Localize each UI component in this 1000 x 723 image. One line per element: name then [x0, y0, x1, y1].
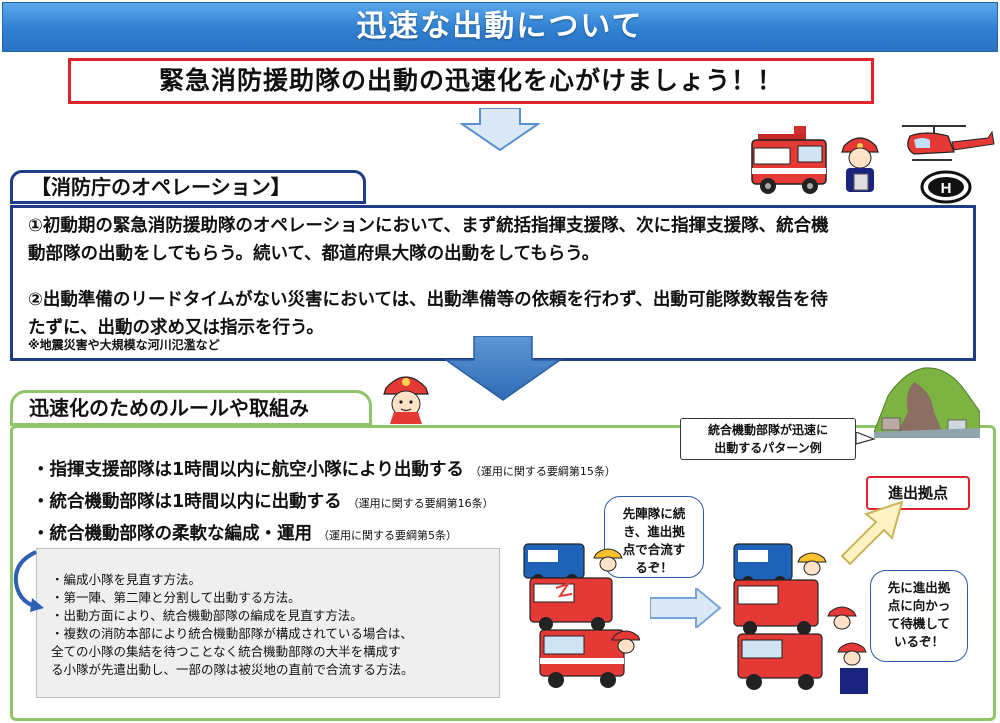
pattern-label-line-1: 統合機動部隊が迅速に — [707, 423, 828, 437]
svg-text:H: H — [941, 180, 952, 197]
detail-line: ・複数の消防本部により統合機動部隊が構成されている場合は、 — [51, 626, 413, 641]
pattern-label-line-2: 出動するパターン例 — [714, 441, 822, 455]
rule-bullet-2-ref: （運用に関する要綱第16条） — [347, 497, 494, 510]
down-arrow-large-icon — [444, 336, 562, 401]
speech-bubble-right: 先に進出拠 点に向かっ て待機して いるぞ！ — [870, 570, 968, 662]
detail-line: ・編成小隊を見直す方法。 — [51, 572, 202, 587]
helicopter-icon — [902, 125, 995, 161]
rule-bullet-1-text: ・指揮支援部隊は1時間以内に航空小隊により出動する — [32, 460, 464, 480]
detail-line: ・出動方面により、統合機動部隊の編成を見直す方法。 — [51, 608, 363, 623]
bubble-right-line: て待機して — [887, 616, 951, 631]
fire-engine-fleet-left-icon — [523, 543, 640, 688]
landslide-icon — [874, 367, 980, 438]
operations-note: ※地震災害や大規模な河川氾濫など — [28, 338, 220, 352]
operation-item-2-line-1: ②出動準備のリードタイムがない災害においては、出動準備等の依頼を行わず、出動可能… — [28, 290, 828, 310]
fire-engine-icon — [751, 126, 827, 194]
detail-line: ・第一陣、第二陣と分割して出動する方法。 — [51, 590, 301, 605]
detail-line: る小隊が先遣出動し、一部の隊は被災地の直前で合流する方法。 — [51, 662, 414, 677]
slogan-box: 緊急消防援助隊の出動の迅速化を心がけましょう！！ — [68, 58, 874, 104]
pattern-label: 統合機動部隊が迅速に 出動するパターン例 — [680, 418, 856, 460]
bubble-right-line: 先に進出拠 — [887, 580, 951, 595]
diagonal-arrow-icon — [840, 500, 904, 566]
rule-bullet-1-ref: （運用に関する要綱第15条） — [469, 465, 616, 478]
fire-engine-fleet-right-icon — [733, 543, 868, 694]
page-title: 迅速な出動について — [2, 2, 998, 52]
speech-bubble-left: 先陣隊に続 き、進出拠 点で合流す るぞ！ — [604, 496, 704, 578]
right-arrow-icon — [650, 588, 722, 628]
base-label: 進出拠点 — [866, 476, 970, 510]
detail-box: ・編成小隊を見直す方法。 ・第一陣、第二陣と分割して出動する方法。 ・出動方面に… — [36, 548, 500, 698]
operation-item-1-line-1: ①初動期の緊急消防援助隊のオペレーションにおいて、まず統括指揮支援隊、次に指揮支… — [28, 216, 829, 236]
bubble-left-line: き、進出拠 — [623, 524, 685, 539]
operation-item-2-line-2: たずに、出動の求め又は指示を行う。 — [28, 318, 324, 338]
rule-bullet-3: ・統合機動部隊の柔軟な編成・運用 （運用に関する要綱第5条） — [32, 522, 457, 548]
bubble-right-line: 点に向かっ — [887, 598, 951, 613]
firefighter-icon — [383, 376, 429, 424]
pattern-label-pointer — [856, 432, 876, 445]
rule-bullet-1: ・指揮支援部隊は1時間以内に航空小隊により出動する （運用に関する要綱第15条） — [32, 458, 616, 484]
firefighter-icon — [841, 137, 879, 192]
bubble-left-line: 先陣隊に続 — [622, 506, 686, 521]
rule-bullet-2-text: ・統合機動部隊は1時間以内に出動する — [32, 492, 342, 512]
rules-header: 迅速化のためのルールや取組み — [10, 390, 372, 426]
operation-item-1-line-2: 動部隊の出動をしてもらう。続いて、都道府県大隊の出動をしてもらう。 — [28, 244, 600, 264]
bubble-left-line: るぞ！ — [635, 560, 673, 575]
down-arrow-icon — [460, 108, 540, 152]
rule-bullet-3-ref: （運用に関する要綱第5条） — [318, 529, 457, 542]
curved-arrow-icon — [13, 550, 44, 612]
bubble-right-line: いるぞ！ — [893, 634, 944, 649]
bubble-left-line: 点で合流す — [622, 542, 686, 557]
detail-line: 全ての小隊の集結を待つことなく統合機動部隊の大半を構成す — [51, 644, 401, 659]
rule-bullet-3-text: ・統合機動部隊の柔軟な編成・運用 — [32, 524, 312, 544]
operations-header: 【消防庁のオペレーション】 — [10, 170, 366, 204]
heliport-icon: H — [920, 170, 972, 204]
rule-bullet-2: ・統合機動部隊は1時間以内に出動する （運用に関する要綱第16条） — [32, 490, 494, 516]
